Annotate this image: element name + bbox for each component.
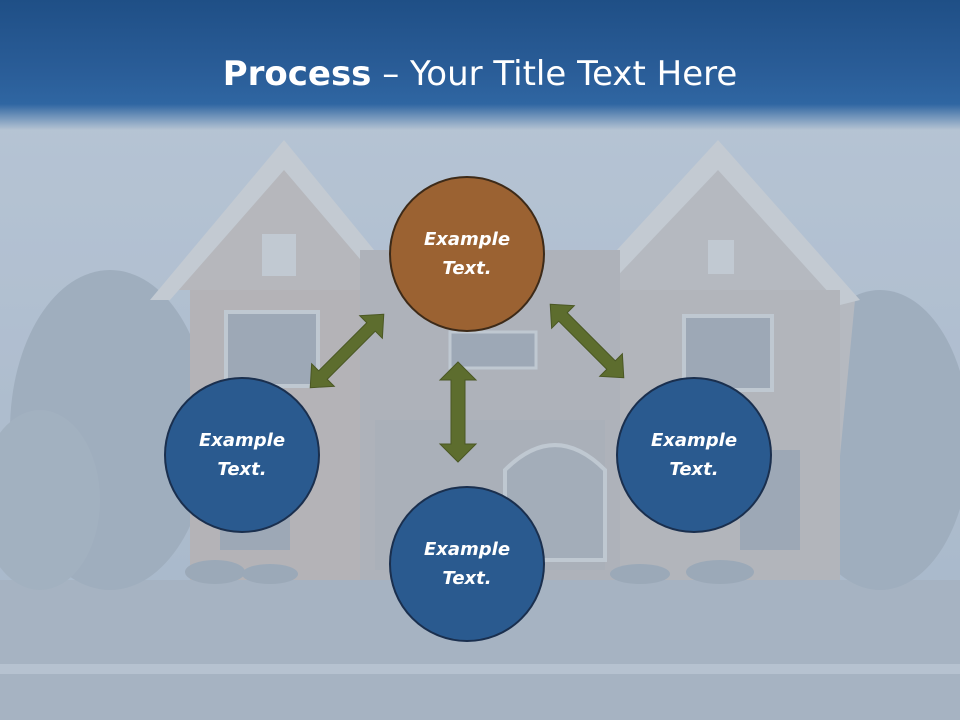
circle-top-text: Example Text. (423, 229, 511, 279)
title-bar: Process – Your Title Text Here (0, 0, 960, 130)
circle-right[interactable]: Example Text. (616, 377, 772, 533)
title-bold: Process (222, 54, 372, 94)
slide-title: Process – Your Title Text Here (0, 52, 960, 96)
circle-left-text: Example Text. (198, 430, 286, 480)
circle-bottom[interactable]: Example Text. (389, 486, 545, 642)
circle-right-text: Example Text. (650, 430, 738, 480)
circle-bottom-text: Example Text. (423, 539, 511, 589)
circle-top[interactable]: Example Text. (389, 176, 545, 332)
title-rest: – Your Title Text Here (371, 54, 738, 94)
circle-left[interactable]: Example Text. (164, 377, 320, 533)
